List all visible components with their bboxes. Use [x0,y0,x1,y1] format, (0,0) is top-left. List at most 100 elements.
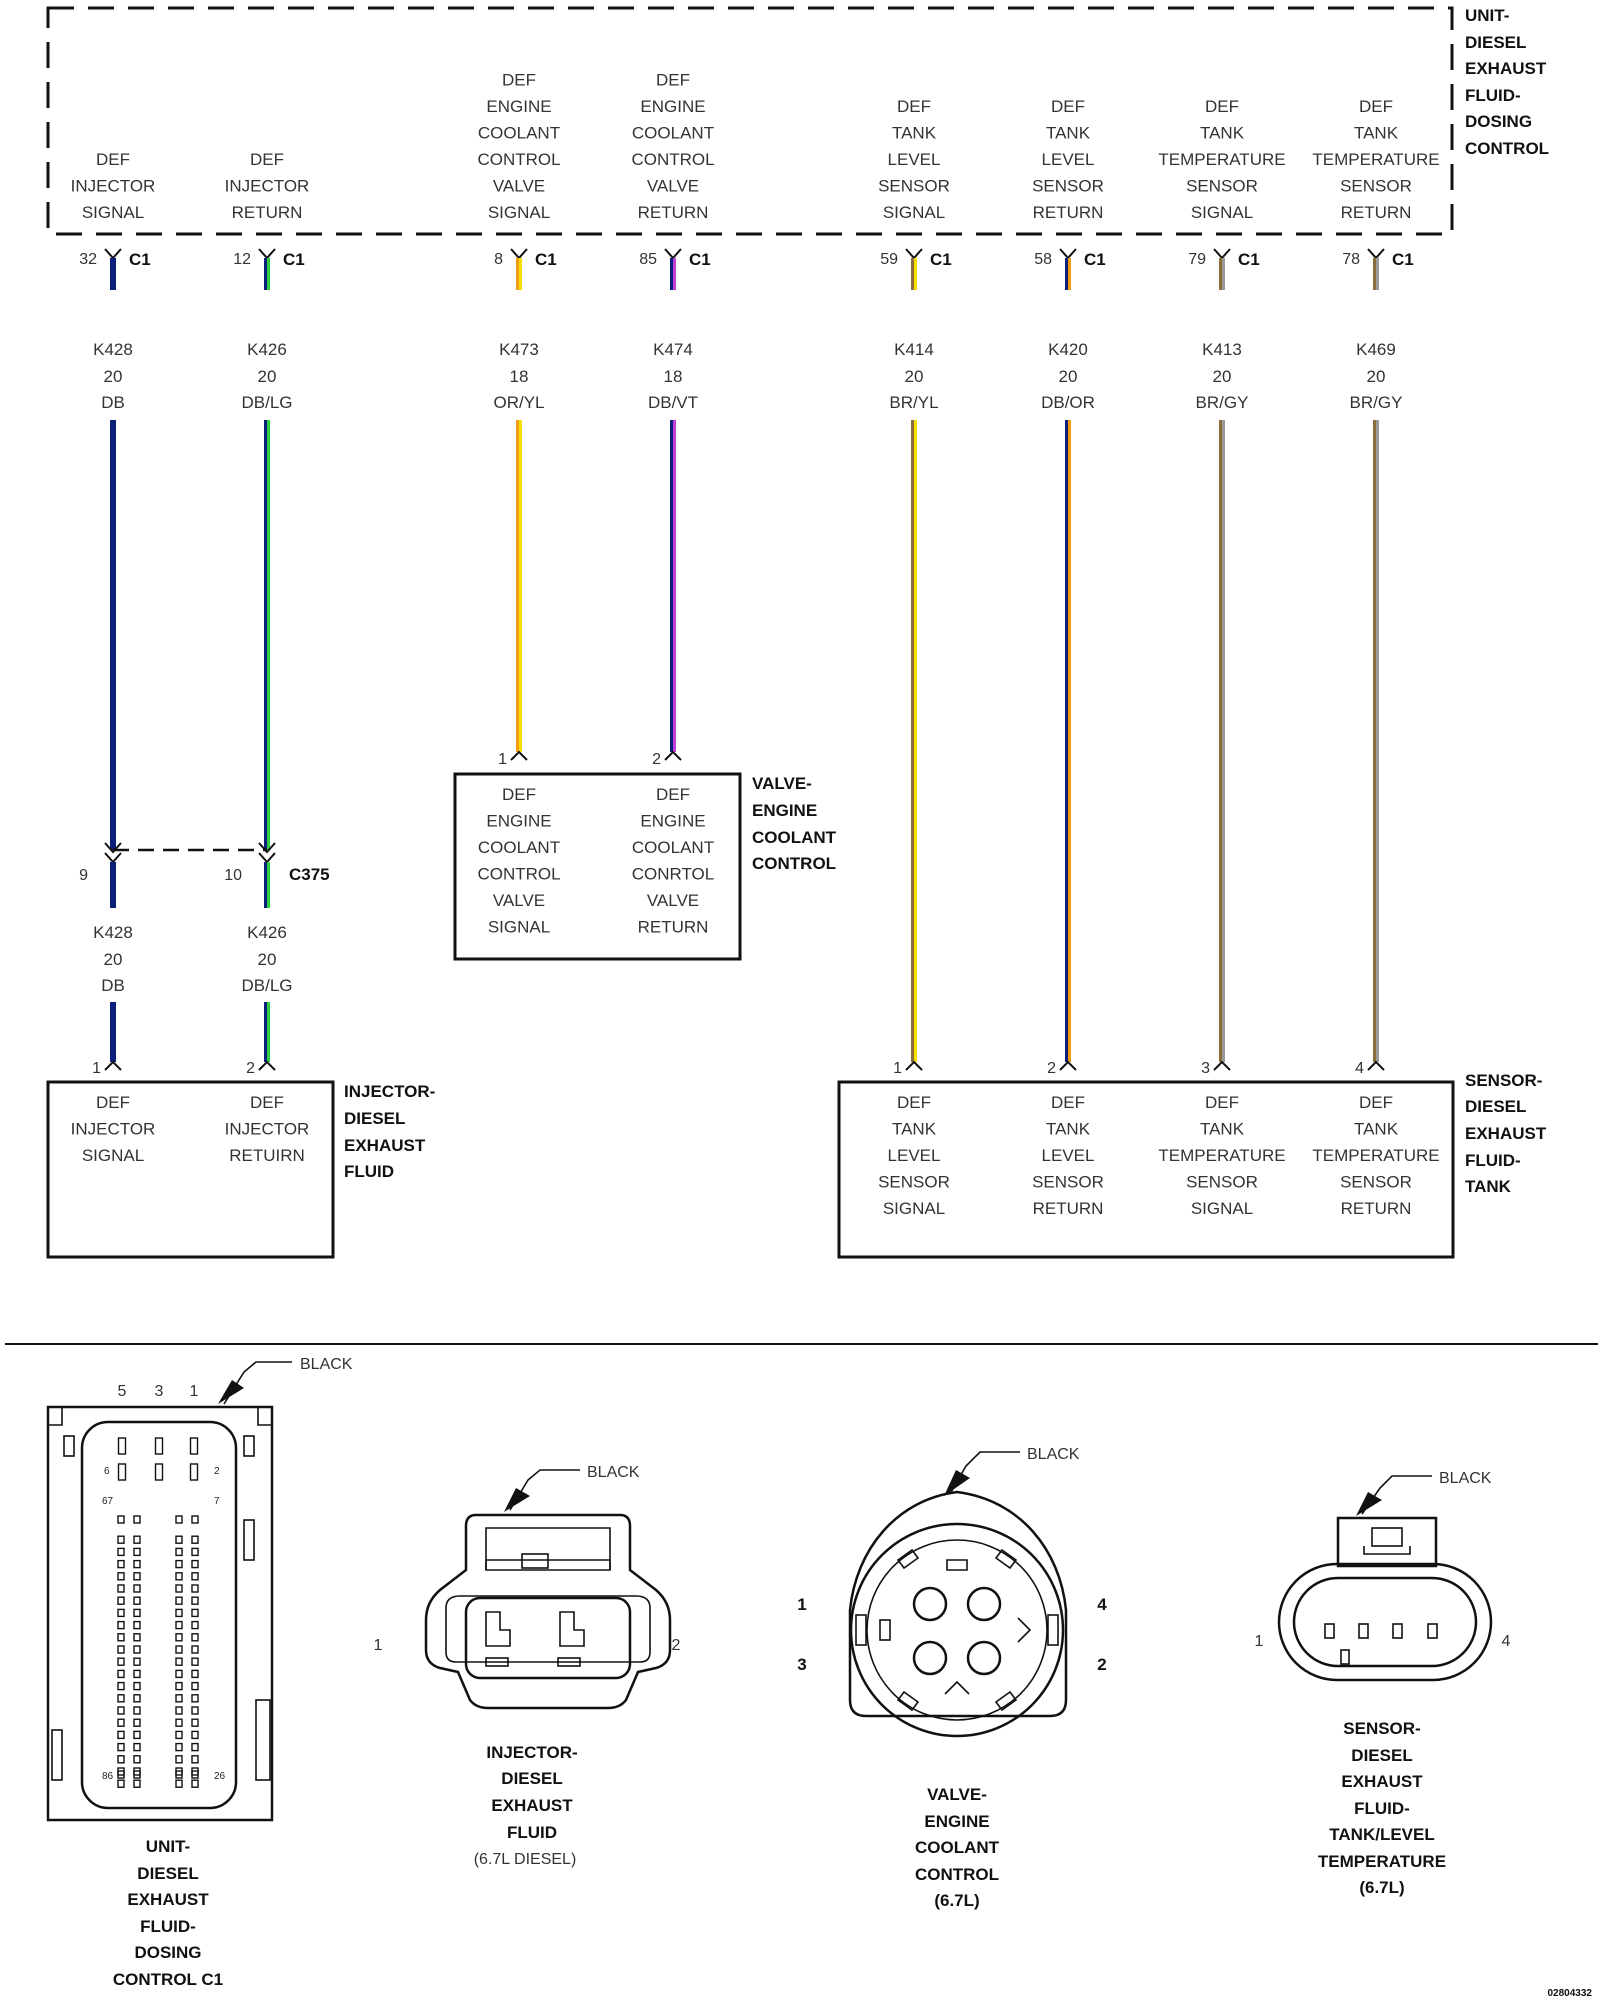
injector-view-pin-number: 1 [374,1637,383,1654]
c1-pin-marker [510,248,528,260]
wire-color-code: DB/VT [648,393,698,412]
module-pin-label: VALVE [647,177,699,196]
c1-caption-line: EXHAUST [127,1890,209,1909]
sensor-caption-line: SENSOR- [1343,1719,1420,1738]
module-pin-label: TANK [1046,124,1091,143]
c1-top-pin-number: 1 [190,1383,199,1400]
module-name-line: CONTROL [1465,139,1549,158]
c1-pointer-arrow [218,1380,244,1404]
injector-caption-line: INJECTOR- [486,1743,577,1762]
injector-caption: INJECTOR- DIESEL EXHAUST FLUID (6.7L DIE… [474,1743,578,1868]
injector-pin-label: SIGNAL [82,1146,144,1165]
c1-small-pin [117,1584,125,1593]
c1-small-pin [191,1515,199,1524]
module-pin-label: CONTROL [631,150,714,169]
c1-small-pin [133,1742,141,1752]
connector-name: C1 [689,250,711,269]
c1-large-pin [189,1437,199,1455]
wire-gauge: 18 [664,367,683,386]
c1-small-pin [175,1608,183,1618]
sensor-pin-label: DEF [1205,1093,1239,1112]
c1-small-pin [191,1669,199,1679]
module-name-line: EXHAUST [1465,59,1547,78]
c1-small-pin [175,1645,183,1654]
module-pin-label: RETURN [638,203,709,222]
valve-rib [1047,1614,1059,1646]
sensor-latch [1371,1527,1403,1547]
c1-small-pin [133,1584,141,1593]
sensor-pin-label: TEMPERATURE [1158,1146,1285,1165]
sensor-caption: SENSOR- DIESEL EXHAUST FLUID- TANK/LEVEL… [1318,1719,1446,1897]
valve-name: VALVE- ENGINE COOLANT CONTROL [752,774,837,873]
c1-small-pin [117,1657,125,1666]
c1-pin-number: 12 [233,251,251,268]
c1-small-pin [191,1779,199,1788]
valve-connector-view: BLACK 1 4 3 2 VALVE- ENGINE COOLANT CONT… [797,1446,1107,1910]
wire-stub [264,862,270,908]
c1-small-pin [133,1608,141,1618]
c1-pin-marker [1213,248,1231,260]
c1-small-pin [117,1547,125,1557]
sensor-pin-cavity [1358,1623,1369,1639]
c1-small-pin [175,1706,183,1715]
c1-small-pin [175,1633,183,1642]
sensor-pin-label: TANK [892,1120,937,1139]
wire-id: K413 [1202,340,1242,359]
c1-caption-line: FLUID- [140,1917,196,1936]
valve-caption-line: COOLANT [915,1838,1000,1857]
c1-large-pin [117,1437,127,1455]
c1-small-pin [133,1559,141,1569]
wire-gauge: 20 [104,950,123,969]
c1-pin-face [80,1420,238,1810]
module-pin-label: DEF [1205,97,1239,116]
module-name-line: DOSING [1465,112,1532,131]
injector-latch-rail [485,1559,611,1570]
c1-pin-number: 58 [1034,251,1052,268]
sensor-latch-rail [1363,1546,1411,1555]
valve-name-line: CONTROL [752,854,836,873]
c1-small-pin [117,1608,125,1618]
c1-small-pin [133,1620,141,1630]
sensor-caption-line: DIESEL [1351,1746,1412,1765]
wire-color-code: BR/GY [1196,393,1249,412]
wire-stub [911,258,917,290]
sensor-pin-label: LEVEL [1042,1146,1095,1165]
valve-key [1017,1617,1032,1643]
c1-small-pin [191,1596,199,1605]
c1-pin-number: 32 [79,251,97,268]
c1-small-pin [191,1645,199,1654]
valve-pin-label: VALVE [493,891,545,910]
injector-color-label: BLACK [587,1464,640,1481]
sensor-pin-cavity [1427,1623,1438,1639]
connector-name: C1 [283,250,305,269]
c1-small-pin [175,1620,183,1630]
valve-name-line: VALVE- [752,774,812,793]
c1-small-pin [117,1730,125,1740]
c1-small-pin [133,1572,141,1581]
c1-small-pin [117,1770,125,1779]
module-pin-label: DEF [897,97,931,116]
wire-stub [264,258,270,290]
c1-small-pin [191,1584,199,1593]
valve-caption-line: ENGINE [924,1812,989,1831]
module-pin-label: SIGNAL [488,203,550,222]
module-pin-label: ENGINE [640,97,705,116]
wire-color-code: DB/LG [241,976,292,995]
c1-small-pin [175,1755,183,1764]
c1-small-pin [133,1779,141,1788]
c1-small-pin [133,1730,141,1740]
sensor-latch-housing [1336,1516,1438,1568]
module-pin-label: DEF [1359,97,1393,116]
injector-color-leader [509,1469,580,1511]
valve-pin-cavity [912,1640,948,1676]
injector-pin-number: 2 [246,1060,255,1077]
c1-small-pin [191,1657,199,1666]
module-pin-label: TEMPERATURE [1158,150,1285,169]
wire-stub [1065,258,1071,290]
c1-small-pin [117,1535,125,1544]
figure-id: 02804332 [1548,1988,1593,1999]
wire-gauge: 20 [1059,367,1078,386]
